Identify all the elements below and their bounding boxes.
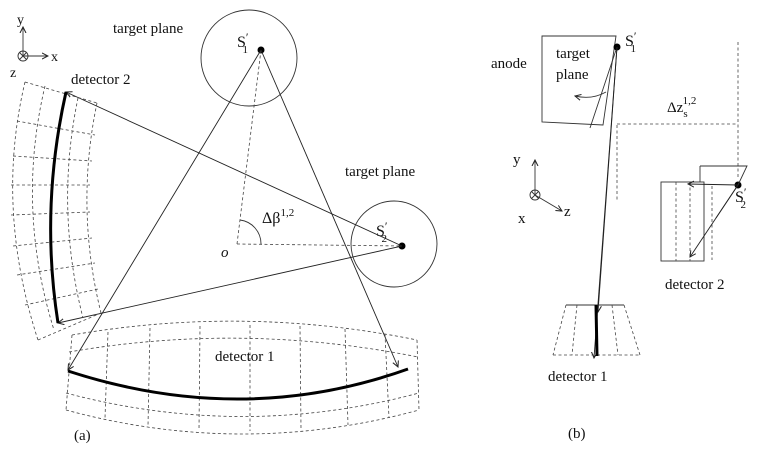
detector-1-active-arc <box>67 367 409 401</box>
detector-1-a <box>65 320 420 435</box>
ray-s2-bottom <box>58 245 403 323</box>
z-axis-out-icon <box>17 50 29 62</box>
origin-to-source-2-dashed <box>236 243 403 247</box>
caption-b: (b) <box>568 426 586 442</box>
axis-y-label-b: y <box>513 152 521 168</box>
ray-s1-right <box>260 49 398 367</box>
panel-b: anode target plane S′1 S′2 Δzs1,2 y x z <box>491 29 748 442</box>
detector-2-label-b: detector 2 <box>665 277 725 293</box>
origin-to-source-1-dashed <box>236 49 262 245</box>
caption-a: (a) <box>74 428 91 444</box>
source-1-label-b: S′1 <box>625 29 637 55</box>
detector-2-label-a: detector 2 <box>71 72 131 88</box>
target-plane-label-right: target plane <box>345 164 415 180</box>
detector-1-b-active <box>594 304 599 357</box>
source-2-label-b: S′2 <box>735 185 747 211</box>
axis-x-label: x <box>51 50 58 65</box>
axis-triad-a: y x z <box>10 13 58 81</box>
angle-arc <box>239 219 262 245</box>
axis-z-label-b: z <box>564 204 571 220</box>
target-plane-label-top: target plane <box>113 21 183 37</box>
target-plane-circle-right <box>350 200 438 288</box>
source-2-label-a: S′2 <box>376 219 388 245</box>
detector-2-a <box>10 81 102 341</box>
detector-1-b <box>552 304 641 357</box>
ray-s1-left <box>68 49 262 370</box>
source-1-label-a: S′1 <box>237 30 249 56</box>
axis-z-label: z <box>10 66 16 81</box>
ray-s2-top <box>66 92 403 247</box>
anode-block <box>541 35 617 126</box>
ray-b-s1-2 <box>598 46 618 312</box>
detector-2-b <box>660 165 748 262</box>
panel-a: y x z target plane target plane S′1 S′2 … <box>10 9 438 444</box>
axis-triad-b: y x z <box>513 152 571 227</box>
target-plane-line-b <box>589 46 618 129</box>
axis-y-label: y <box>17 13 24 28</box>
target-plane-label-b-2: plane <box>556 67 589 83</box>
target-plane-pointer <box>575 91 607 97</box>
angle-label: Δβ1,2 <box>262 207 294 227</box>
target-plane-circle-top <box>200 9 298 107</box>
detector-2-active-arc <box>49 91 68 324</box>
detector-1-label-a: detector 1 <box>215 349 275 365</box>
x-axis-into-icon <box>529 189 541 201</box>
target-plane-label-b-1: target <box>556 46 591 62</box>
delta-z-label: Δzs1,2 <box>667 95 696 120</box>
detector-1-label-b: detector 1 <box>548 369 608 385</box>
axis-x-label-b: x <box>518 211 526 227</box>
origin-label: o <box>221 245 229 261</box>
anode-label: anode <box>491 56 527 72</box>
